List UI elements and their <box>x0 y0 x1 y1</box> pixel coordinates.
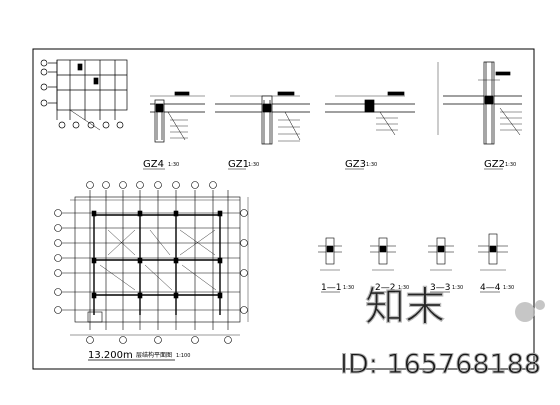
detail-gz1-drawing <box>215 91 310 145</box>
section-label-3: 3—3 <box>430 283 450 293</box>
detail-label-gz3: GZ3 <box>345 159 366 170</box>
detail-label-gz1: GZ1 <box>228 159 249 170</box>
section-label-2: 2—2 <box>375 283 395 293</box>
plan-title-elevation: 13.200m <box>88 350 133 361</box>
drawing-border <box>32 48 535 370</box>
section-scale-2: 1:30 <box>398 285 409 291</box>
detail-label-gz2: GZ2 <box>484 159 505 170</box>
section-scale-1: 1:30 <box>343 285 354 291</box>
watermark-logo-mark <box>515 300 545 322</box>
plan-title-scale: 1:100 <box>176 353 190 359</box>
detail-scale-gz1: 1:30 <box>248 162 259 168</box>
section-label-4: 4—4 <box>480 283 501 293</box>
watermark-id: ID: 165768188 <box>340 349 541 380</box>
floor-plan-drawing <box>62 190 249 336</box>
detail-scale-gz2: 1:30 <box>505 162 516 168</box>
section-scale-3: 1:30 <box>452 285 463 291</box>
key-plan <box>40 59 128 131</box>
detail-label-gz4: GZ4 <box>143 159 164 170</box>
detail-gz2-drawing <box>437 61 522 145</box>
detail-gz3-drawing <box>325 91 415 136</box>
detail-gz4-drawing <box>150 91 205 143</box>
section-scale-4: 1:30 <box>503 285 514 291</box>
detail-scale-gz3: 1:30 <box>366 162 377 168</box>
plan-axis-bubbles <box>54 181 248 344</box>
watermark-logo: 知末 <box>365 284 445 330</box>
section-drawings <box>318 233 508 271</box>
detail-scale-gz4: 1:30 <box>168 162 179 168</box>
plan-title-name: 层结构平面图 <box>136 351 172 359</box>
section-label-1: 1—1 <box>321 283 341 293</box>
